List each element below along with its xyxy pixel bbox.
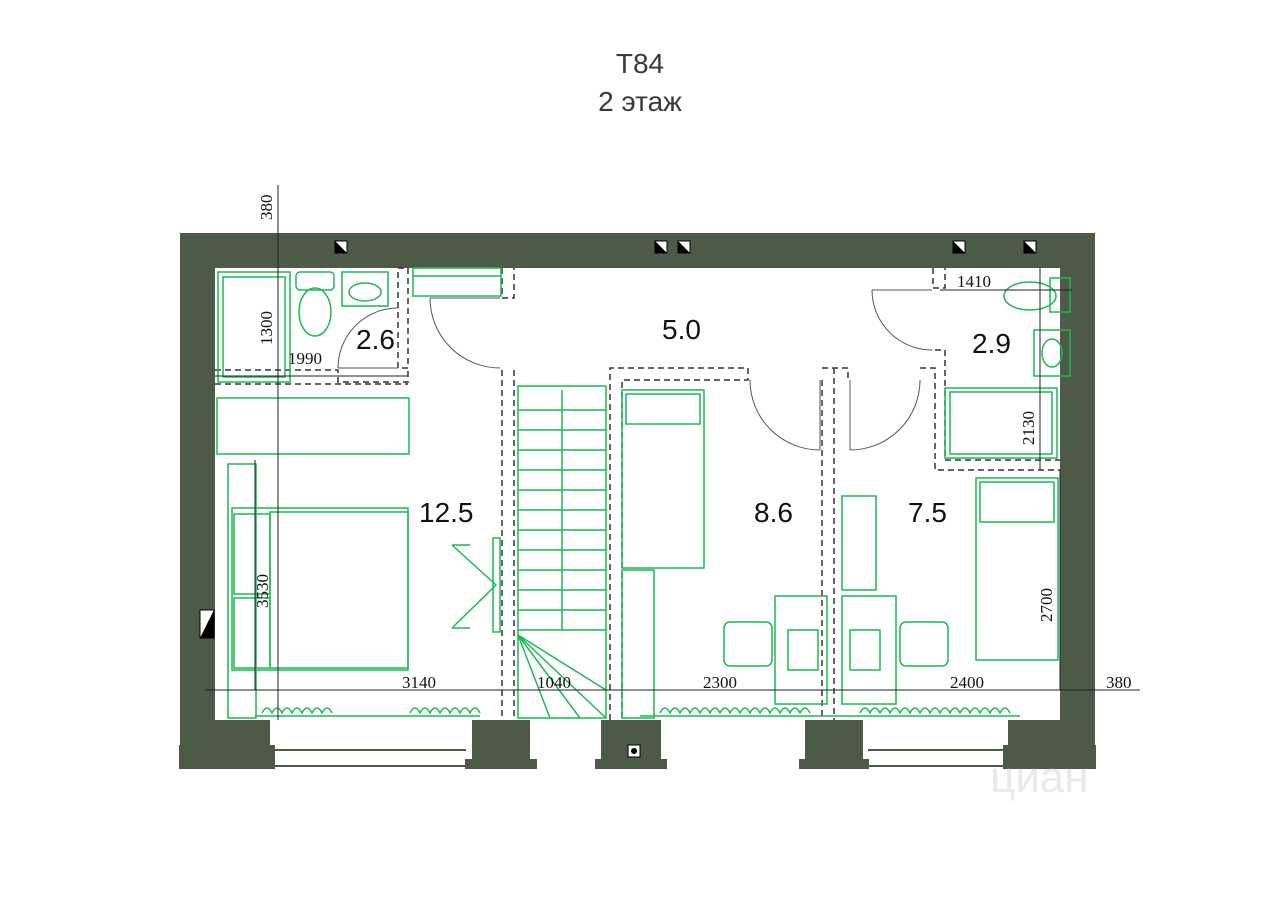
dim-wc-width: 1410 — [957, 272, 991, 291]
dim-bath-height: 1300 — [257, 311, 276, 345]
floor-label: 2 этаж — [598, 86, 682, 117]
dim-bath-width: 1990 — [288, 349, 322, 368]
room-area-wc-left: 2.6 — [356, 324, 395, 355]
room-area-kids-2: 7.5 — [908, 497, 947, 528]
dimension-lines — [205, 185, 1140, 720]
doors — [337, 289, 933, 451]
dim-width-2: 1040 — [537, 673, 571, 692]
dim-shower-height: 2130 — [1019, 411, 1038, 445]
plan-title: T84 — [615, 48, 665, 79]
watermark-logo: циан — [990, 753, 1089, 802]
room-area-hall: 5.0 — [662, 314, 701, 345]
dim-bedroom-depth: 3530 — [253, 574, 272, 608]
furniture — [216, 267, 1071, 719]
dim-width-4: 2400 — [950, 673, 984, 692]
vent-markers — [199, 240, 1037, 758]
dim-kids-bed: 2700 — [1037, 588, 1056, 622]
room-area-bedroom: 12.5 — [419, 497, 474, 528]
window-sills — [179, 745, 1096, 769]
outer-walls — [180, 233, 1095, 760]
dim-width-1: 3140 — [402, 673, 436, 692]
partition-walls — [215, 267, 1060, 720]
room-area-wc-right: 2.9 — [972, 328, 1011, 359]
dim-width-3: 2300 — [703, 673, 737, 692]
room-area-kids-1: 8.6 — [754, 497, 793, 528]
dim-wall-right: 380 — [1106, 673, 1132, 692]
dim-wall-top: 380 — [257, 195, 276, 221]
